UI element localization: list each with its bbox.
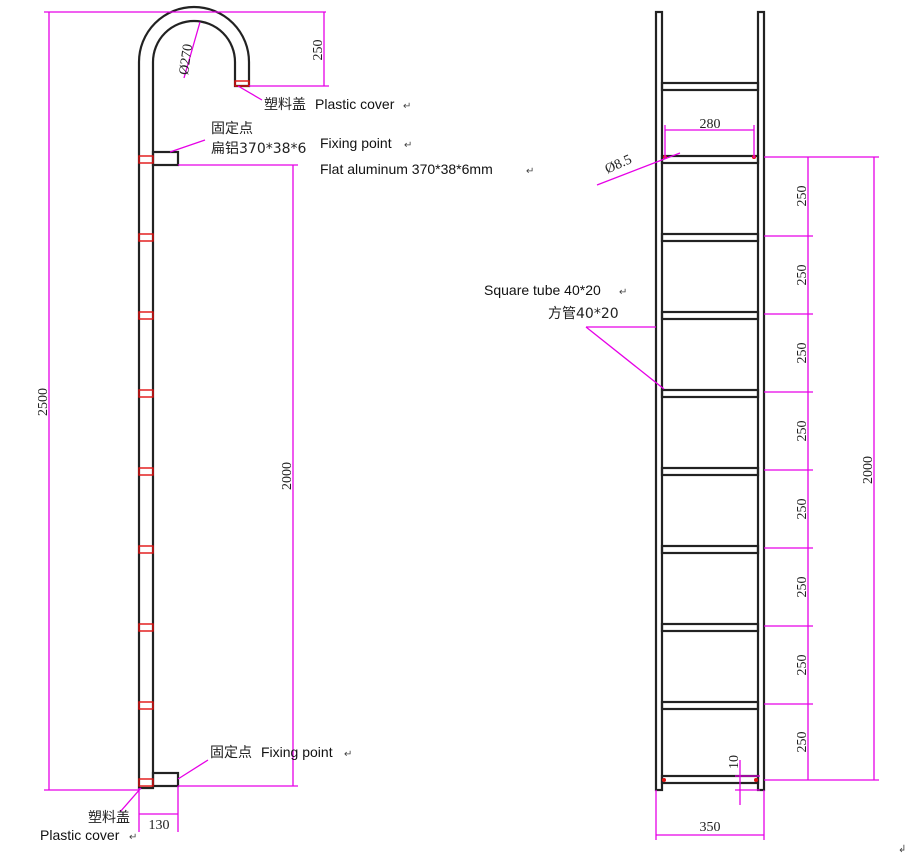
dim-bottom-offset: 10 (727, 755, 760, 805)
flat-aluminum-cn: 扁铝370*38*6 (211, 141, 307, 157)
dim-spacing-2: 250 (795, 265, 810, 286)
dim-offset: 130 (138, 786, 179, 833)
dim-spacing-8: 250 (795, 732, 810, 753)
svg-text:↲: ↲ (898, 844, 906, 855)
rungs (660, 81, 760, 785)
right-rail (756, 10, 766, 792)
right-front-view: 280 Ø8.5 250 250 250 250 250 250 250 250 (484, 10, 906, 855)
dim-spacing-4: 250 (795, 421, 810, 442)
dim-spacing-6: 250 (795, 577, 810, 598)
dim-inner-width-label: 280 (700, 117, 721, 132)
left-rail (654, 10, 664, 792)
dim-rung-spacing: 250 250 250 250 250 250 250 250 (764, 156, 879, 781)
bottom-cover-cn: 塑料盖 (88, 810, 130, 826)
dim-fixing-span: 2000 (178, 164, 298, 787)
svg-text:↵: ↵ (526, 166, 534, 177)
bottom-fixing-en: Fixing point (261, 744, 333, 760)
dim-hook-height: 250 (249, 12, 329, 87)
dim-outer-width: 350 (655, 790, 765, 840)
dim-outer-width-label: 350 (700, 820, 721, 835)
dim-inner-width: 280 (664, 117, 755, 158)
dim-total-span: 2000 (861, 157, 876, 780)
dim-total-height-label: 2500 (36, 388, 51, 416)
dim-total-span-label: 2000 (861, 456, 876, 484)
hooked-rail (137, 5, 251, 790)
flat-aluminum-en: Flat aluminum 370*38*6mm (320, 161, 493, 177)
dim-hook-diameter: Ø270 (177, 21, 201, 79)
dim-total-height: 2500 (36, 11, 326, 791)
svg-text:↵: ↵ (129, 832, 137, 843)
bottom-fixing-cn: 固定点 (210, 745, 252, 761)
dim-offset-label: 130 (149, 818, 170, 833)
dim-spacing-1: 250 (795, 186, 810, 207)
left-side-view: 2500 Ø270 250 2000 130 (36, 5, 534, 843)
dim-hook-diameter-label: Ø270 (177, 43, 196, 76)
square-tube-cn: 方管40*20 (548, 306, 619, 322)
rung-markers (138, 80, 250, 787)
dim-hook-height-label: 250 (311, 40, 326, 61)
top-fixing-bracket (151, 150, 180, 167)
top-cover-en: Plastic cover (315, 96, 395, 112)
dim-bottom-offset-label: 10 (727, 755, 742, 769)
top-fixing-cn: 固定点 (211, 121, 253, 137)
dim-hole-diameter-label: Ø8.5 (603, 152, 634, 177)
svg-text:↵: ↵ (344, 749, 352, 760)
dim-spacing-5: 250 (795, 499, 810, 520)
svg-text:↵: ↵ (403, 101, 411, 112)
bottom-cover-en: Plastic cover (40, 827, 120, 843)
dim-fixing-span-label: 2000 (280, 462, 295, 490)
svg-text:↵: ↵ (619, 287, 627, 298)
bottom-fixing-bracket (151, 771, 180, 788)
top-fixing-en: Fixing point (320, 135, 392, 151)
dim-spacing-7: 250 (795, 655, 810, 676)
svg-text:↵: ↵ (404, 140, 412, 151)
top-cover-cn: 塑料盖 (264, 97, 306, 113)
dim-spacing-3: 250 (795, 343, 810, 364)
square-tube-en: Square tube 40*20 (484, 282, 601, 298)
